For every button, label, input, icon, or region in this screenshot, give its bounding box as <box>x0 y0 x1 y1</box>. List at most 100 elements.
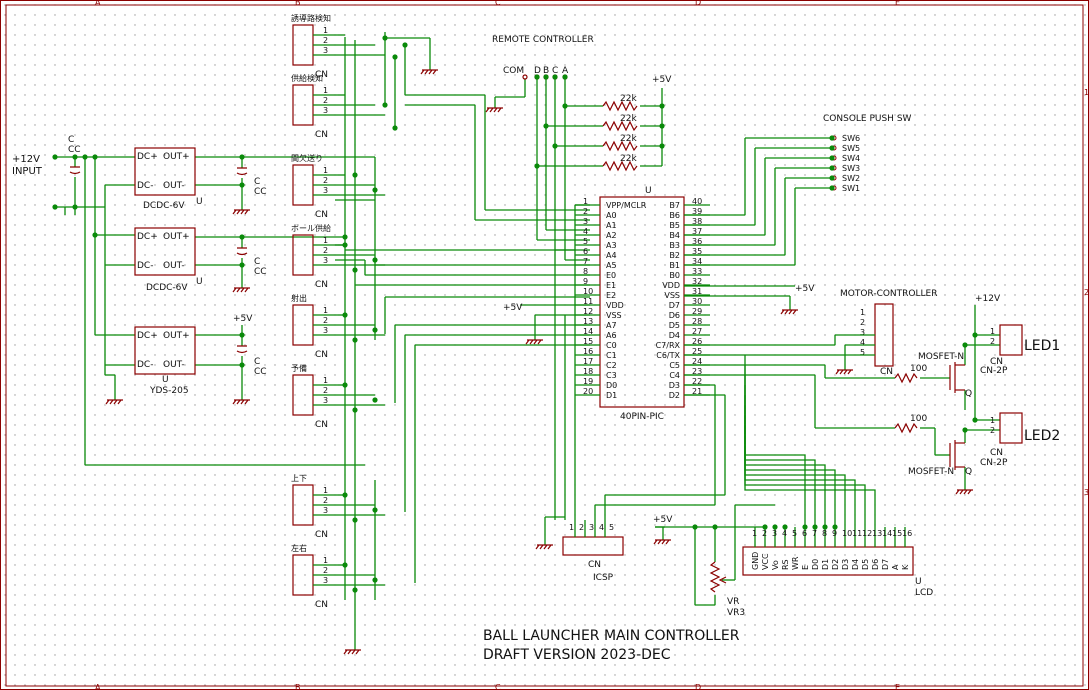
pic-pin-signal: D2 <box>669 391 680 400</box>
reg2-name: DCDC-6V <box>146 283 188 293</box>
pic-pin-signal: A3 <box>606 241 617 250</box>
connector-pin-number: 2 <box>323 246 328 255</box>
junction-dot <box>534 74 540 80</box>
pic-pin-signal: B0 <box>669 271 680 280</box>
connector-pin-number: 1 <box>323 236 328 245</box>
junction-dot <box>342 242 348 248</box>
mosfet1-res: 100 <box>910 364 927 374</box>
connector-pin-number: 3 <box>323 256 328 265</box>
pic-pin-number: 37 <box>692 227 702 236</box>
connector-pin-number: 3 <box>323 326 328 335</box>
pic-pin-number: 1 <box>583 197 588 206</box>
pic-pin-signal: B5 <box>669 221 680 230</box>
pic-pin-signal: D4 <box>669 331 680 340</box>
lcd-name: LCD <box>915 588 933 598</box>
pic-pin-number: 11 <box>583 297 593 306</box>
lcd-pin-signal: D2 <box>831 559 840 570</box>
junction-dot <box>352 267 358 273</box>
pic-pin-signal: B4 <box>669 231 680 240</box>
lcd-pin-number: 7 <box>812 529 817 538</box>
pic-pin-signal: A0 <box>606 211 617 220</box>
led1-pin: 1 <box>990 327 995 336</box>
junction-dot <box>829 175 835 181</box>
pic-pin-number: 15 <box>583 337 593 346</box>
pic-pin-number: 12 <box>583 307 593 316</box>
pic-pin-number: 23 <box>692 367 702 376</box>
junction-dot <box>342 234 348 240</box>
pic-pin-signal: A2 <box>606 231 617 240</box>
pic-pin-number: 8 <box>583 267 588 276</box>
ground-icon <box>653 539 671 545</box>
junction-dot <box>762 524 768 530</box>
border-letter: B <box>295 683 301 690</box>
pic-pin-signal: A6 <box>606 331 617 340</box>
remote-com-label: COM <box>503 66 524 76</box>
switch-label: SW2 <box>842 174 860 183</box>
icsp-pin: 1 <box>569 523 574 532</box>
lcd-pin-signal: K <box>901 564 910 570</box>
pic-pin-number: 16 <box>583 347 593 356</box>
pic-pin-signal: C3 <box>606 371 617 380</box>
contrast-potentiometer: +5V VR VR3 <box>653 504 775 618</box>
junction-dot <box>342 562 348 568</box>
switch-label: SW1 <box>842 184 860 193</box>
led1-pin: 2 <box>990 337 995 346</box>
junction-dot <box>543 74 549 80</box>
pic-pin-signal: D5 <box>669 321 680 330</box>
reg1-name: DCDC-6V <box>143 201 185 211</box>
icsp-pin: 2 <box>579 523 584 532</box>
switch-label: SW4 <box>842 154 860 163</box>
input-cap-val: CC <box>68 145 81 155</box>
reg2-minus-in: DC- <box>137 261 153 271</box>
junction-dot <box>402 42 408 48</box>
remote-letter: C <box>552 66 558 76</box>
switch-label: SW5 <box>842 144 860 153</box>
icsp-ref: CN <box>588 560 601 570</box>
lcd-pin-signal: D4 <box>851 559 860 570</box>
pic-pin-number: 25 <box>692 347 702 356</box>
power-section: +12V INPUT C CC <box>12 135 375 466</box>
ground-icon <box>955 489 973 495</box>
border-letter: C <box>495 683 501 690</box>
pic-pin-signal: C6/TX <box>656 351 680 360</box>
pic-pin-signal: VDD <box>662 281 680 290</box>
junction-dot <box>342 382 348 388</box>
pic-pin-signal: E0 <box>606 271 616 280</box>
lcd-data-wire <box>744 425 876 527</box>
pic-pin-number: 22 <box>692 377 702 386</box>
cap3-val: CC <box>254 367 267 377</box>
pic-vdd2-label: +5V <box>795 284 815 294</box>
junction-dot <box>829 155 835 161</box>
cap2-val: CC <box>254 267 267 277</box>
junction-dot <box>562 74 568 80</box>
connector-pin-number: 2 <box>323 386 328 395</box>
border-number: 2 <box>1084 288 1089 297</box>
pic-pin-signal: E2 <box>606 291 616 300</box>
pic-pin-number: 19 <box>583 377 593 386</box>
reg2-plus-in: DC+ <box>137 232 158 242</box>
junction-dot <box>659 103 665 109</box>
pic-pin-number: 2 <box>583 207 588 216</box>
junction-dot <box>52 204 58 210</box>
ground-symbols <box>105 69 973 655</box>
border-letter: E <box>895 683 900 690</box>
junction-dot <box>372 507 378 513</box>
remote-letter: B <box>543 66 549 76</box>
pic-pin-signal: C4 <box>669 371 680 380</box>
pic-name: 40PIN-PIC <box>620 412 664 422</box>
connector-pin-number: 2 <box>323 566 328 575</box>
pic-pin-signal: D1 <box>606 391 617 400</box>
icsp-connector: CN ICSP 1 2 3 4 5 <box>544 384 726 583</box>
pic-pin-number: 20 <box>583 387 593 396</box>
connector-group: 誘導路検知CN123供給検知CN123間欠送りCN123ボール供給CN123射出… <box>291 13 385 610</box>
remote-res-val: 22k <box>620 134 637 144</box>
junction-dot <box>92 232 98 238</box>
junction-dot <box>239 234 245 240</box>
led2-pin: 1 <box>990 416 995 425</box>
connector-pin-number: 1 <box>323 376 328 385</box>
reg1-minus-out: OUT- <box>163 181 185 191</box>
reg3-name: YDS-205 <box>149 386 189 396</box>
